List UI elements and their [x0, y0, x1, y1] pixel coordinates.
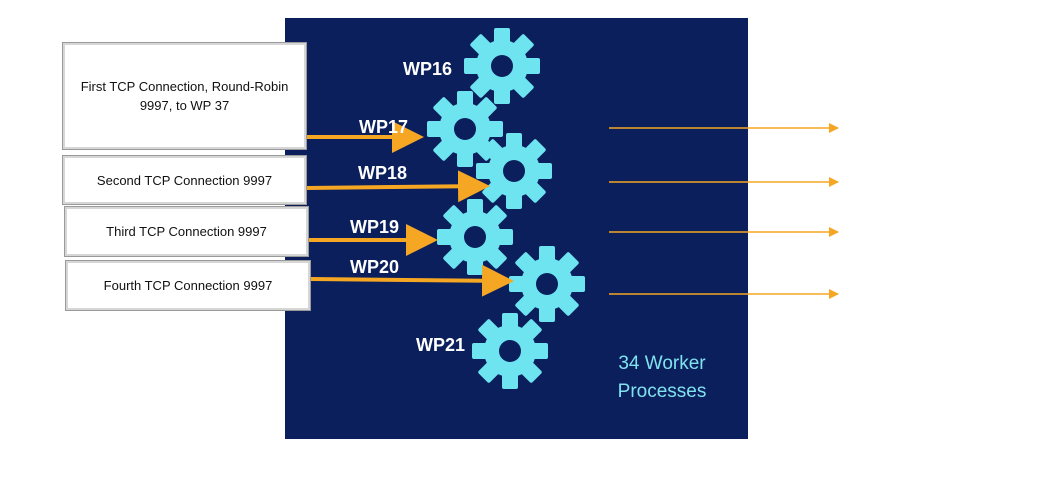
wp-label-18: WP18	[358, 163, 408, 183]
incoming-arrow-4	[310, 264, 514, 297]
wp-label-16: WP16	[403, 59, 453, 79]
wp-label-21: WP21	[416, 335, 466, 355]
connection-box-1: First TCP Connection, Round-Robin 9997, …	[62, 42, 307, 150]
gear-icon	[437, 199, 513, 275]
connection-label-2: Second TCP Connection 9997	[96, 172, 273, 188]
connection-label-3: Third TCP Connection 9997	[106, 224, 267, 239]
connection-box-3: Third TCP Connection 9997	[64, 206, 309, 257]
incoming-arrow-2	[306, 170, 490, 203]
gear-icon	[472, 313, 548, 389]
gear-icon	[476, 133, 552, 209]
wp-label-19: WP19	[350, 217, 400, 237]
connection-box-2: Second TCP Connection 9997	[62, 155, 307, 205]
connection-label-1: First TCP Connection, Round-Robin 9997, …	[80, 79, 289, 113]
connection-box-4: Fourth TCP Connection 9997	[65, 260, 311, 311]
wp-label-17: WP17	[359, 117, 409, 137]
worker-count-caption: 34 Worker Processes	[617, 353, 707, 402]
wp-label-20: WP20	[350, 257, 400, 277]
gear-icon	[509, 246, 585, 322]
gear-icon	[464, 28, 540, 104]
connection-label-4: Fourth TCP Connection 9997	[103, 278, 273, 293]
